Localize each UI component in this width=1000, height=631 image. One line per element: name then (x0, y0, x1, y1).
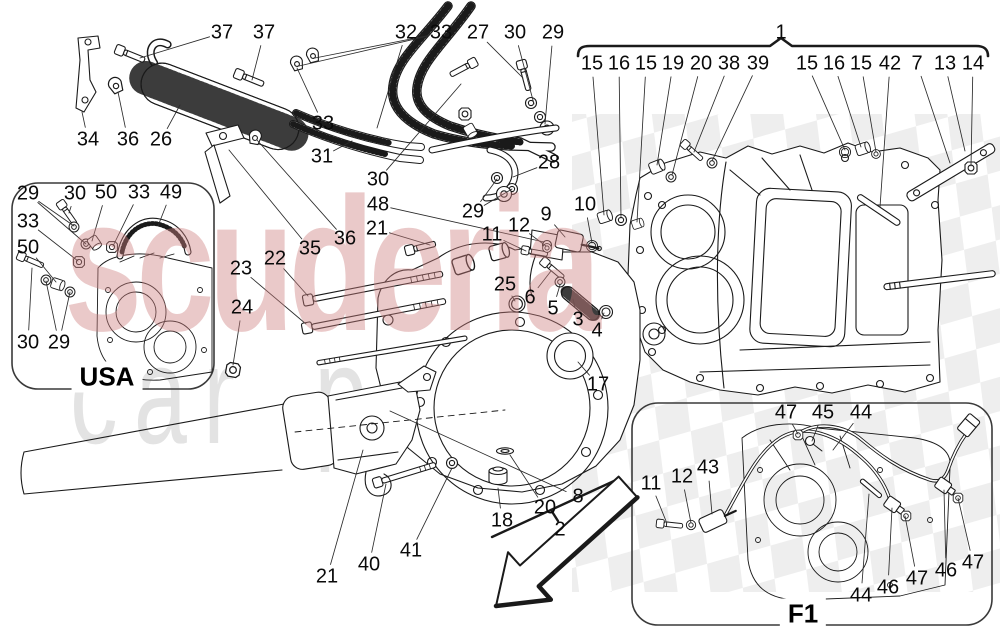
elbow-pipe-28 (428, 124, 560, 202)
part-callout[interactable]: 31 (310, 145, 334, 168)
part-callout[interactable]: 27 (466, 21, 490, 44)
part-callout[interactable]: 46 (876, 576, 900, 599)
bracket-34 (75, 35, 101, 113)
part-callout[interactable]: 29 (16, 182, 40, 205)
part-callout[interactable]: 5 (547, 297, 559, 320)
part-callout[interactable]: 30 (63, 182, 87, 205)
part-callout[interactable]: 7 (911, 52, 923, 75)
gearbox-housing (627, 142, 943, 396)
part-callout[interactable]: 12 (670, 465, 694, 488)
part-callout[interactable]: 26 (149, 128, 173, 151)
part-callout[interactable]: 13 (933, 52, 957, 75)
part-callout[interactable]: 20 (533, 496, 557, 519)
part-callout[interactable]: 37 (210, 21, 234, 44)
usa-inset-box (11, 182, 215, 390)
part-callout[interactable]: 32 (394, 21, 418, 44)
part-callout[interactable]: 44 (849, 584, 873, 607)
part-callout[interactable]: 23 (229, 257, 253, 280)
part-callout[interactable]: 17 (586, 373, 610, 396)
part-callout[interactable]: 47 (905, 567, 929, 590)
f1-box-label: F1 (779, 598, 827, 630)
part-callout[interactable]: 21 (365, 217, 389, 240)
part-callout[interactable]: 15 (580, 52, 604, 75)
part-callout[interactable]: 36 (116, 128, 140, 151)
part-callout[interactable]: 22 (263, 247, 287, 270)
part-callout[interactable]: 6 (524, 286, 536, 309)
part-callout[interactable]: 11 (481, 223, 503, 246)
part-callout[interactable]: 43 (696, 456, 720, 479)
part-callout[interactable]: 40 (357, 553, 381, 576)
part-callout[interactable]: 15 (634, 52, 658, 75)
part-callout[interactable]: 16 (822, 52, 846, 75)
part-callout[interactable]: 15 (795, 52, 819, 75)
bracket-35 (204, 124, 245, 204)
part-callout[interactable]: 41 (399, 539, 423, 562)
part-callout[interactable]: 37 (252, 21, 276, 44)
part-callout[interactable]: 45 (811, 401, 835, 424)
part-callout[interactable]: 10 (573, 193, 597, 216)
part-callout[interactable]: 28 (537, 151, 561, 174)
part-callout[interactable]: 1 (775, 21, 787, 44)
part-callout[interactable]: 4 (591, 319, 603, 342)
part-callout[interactable]: 50 (94, 181, 118, 204)
part-callout[interactable]: 9 (540, 203, 552, 226)
part-callout[interactable]: 29 (47, 331, 71, 354)
group-bracket-1 (576, 36, 990, 58)
part-callout[interactable]: 35 (298, 237, 322, 260)
part-callout[interactable]: 19 (661, 52, 685, 75)
part-callout[interactable]: 30 (366, 168, 390, 191)
part-callout[interactable]: 25 (493, 273, 517, 296)
part-callout[interactable]: 42 (878, 52, 902, 75)
part-callout[interactable]: 38 (717, 52, 741, 75)
part-callout[interactable]: 29 (541, 21, 565, 44)
part-callout[interactable]: 50 (16, 236, 40, 259)
cooler-tubes (289, 109, 425, 164)
part-callout[interactable]: 11 (640, 472, 662, 495)
part-callout[interactable]: 12 (507, 214, 531, 237)
part-callout[interactable]: 29 (461, 200, 485, 223)
oil-cooler-26 (129, 38, 311, 152)
part-callout[interactable]: 33 (16, 210, 40, 233)
driveshaft (20, 365, 506, 497)
part-callout[interactable]: 49 (159, 181, 183, 204)
part-callout[interactable]: 24 (230, 296, 254, 319)
part-callout[interactable]: 47 (961, 551, 985, 574)
part-callout[interactable]: 47 (774, 401, 798, 424)
part-callout[interactable]: 46 (934, 559, 958, 582)
part-callout[interactable]: 16 (607, 52, 631, 75)
part-callout[interactable]: 33 (429, 21, 453, 44)
part-callout[interactable]: 30 (503, 21, 527, 44)
usa-box-label: USA (71, 361, 143, 393)
part-callout[interactable]: 18 (490, 509, 514, 532)
part-callout[interactable]: 14 (961, 52, 985, 75)
part-callout[interactable]: 33 (127, 181, 151, 204)
part-callout[interactable]: 34 (76, 128, 100, 151)
part-callout[interactable]: 48 (366, 193, 390, 216)
speed-sensor-43 (698, 509, 737, 533)
part-callout[interactable]: 21 (315, 565, 339, 588)
part-callout[interactable]: 3 (572, 308, 584, 331)
part-callout[interactable]: 8 (572, 485, 584, 508)
part-callout[interactable]: 30 (16, 331, 40, 354)
part-callout[interactable]: 20 (689, 52, 713, 75)
part-callout[interactable]: 44 (849, 401, 873, 424)
plug-18 (488, 466, 508, 486)
f1-inset-box (631, 402, 993, 626)
part-callout[interactable]: 39 (746, 52, 770, 75)
direction-arrow (493, 475, 640, 609)
part-callout[interactable]: 36 (333, 227, 357, 250)
part-callout[interactable]: 2 (554, 518, 566, 541)
part-callout[interactable]: 15 (849, 52, 873, 75)
part-callout[interactable]: 33 (311, 112, 335, 135)
